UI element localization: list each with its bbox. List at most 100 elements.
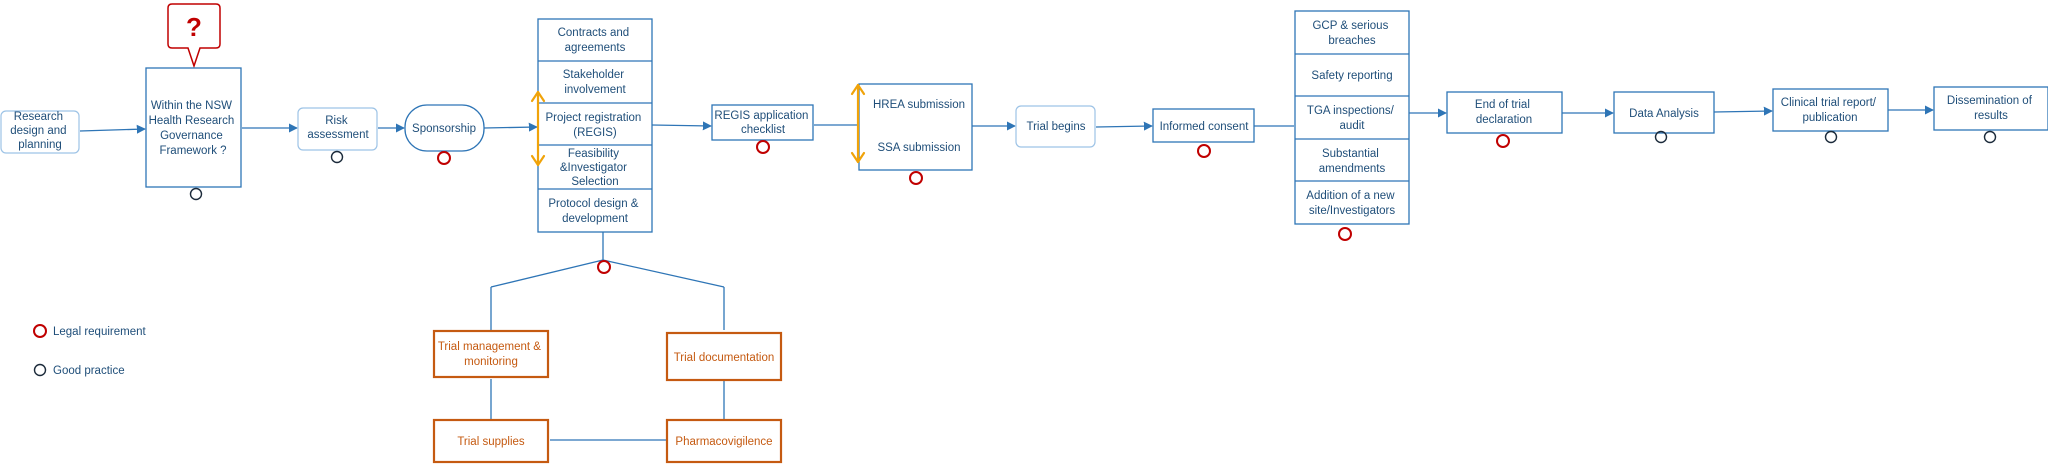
connector-branch-left <box>490 259 604 288</box>
stack-item-tga-label: TGA inspections/ audit <box>1307 105 1397 132</box>
legend-good-label: Good practice <box>53 365 125 377</box>
step-regis-checklist-box <box>711 104 814 141</box>
step-regis-checklist[interactable]: REGIS application checklist <box>711 104 814 154</box>
stack-item-amendments[interactable]: Substantial amendments <box>1319 148 1386 175</box>
step-informed-consent-label: Informed consent <box>1160 121 1250 133</box>
step-hrea-submission[interactable]: HREA submission <box>873 99 965 111</box>
stack-item-contracts-label: Contracts and agreements <box>558 27 633 54</box>
step-hrea-submission-label: HREA submission <box>873 99 965 111</box>
step-nsw-framework-label: Within the NSW Health Research Governanc… <box>149 100 238 157</box>
trial-supplies-label: Trial supplies <box>457 436 525 448</box>
legal-requirement-marker <box>756 140 770 154</box>
step-nsw-framework-box <box>145 67 242 188</box>
step-data-analysis-label: Data Analysis <box>1629 108 1699 120</box>
step-data-analysis-box <box>1613 91 1715 134</box>
connector-trial-consent <box>1095 121 1153 131</box>
step-ssa-submission[interactable]: SSA submission <box>877 142 960 154</box>
good-practice-marker <box>330 150 344 164</box>
stack-item-feasibility-label: Feasibility &Investigator Selection <box>560 148 630 188</box>
step-clinical-report-box <box>1772 88 1889 132</box>
step-dissemination[interactable]: Dissemination of results <box>1933 86 2048 144</box>
step-end-of-trial[interactable]: End of trial declaration <box>1446 91 1563 148</box>
stack-item-stakeholder[interactable]: Stakeholder involvement <box>563 69 628 96</box>
stack-item-contracts[interactable]: Contracts and agreements <box>558 27 633 54</box>
trial-supplies-frame <box>432 418 550 464</box>
connector-analysis-report <box>1713 106 1773 116</box>
step-end-of-trial-box <box>1446 91 1563 134</box>
stack-item-registration[interactable]: Project registration (REGIS) <box>545 112 644 139</box>
connector-stack-regis <box>651 121 712 131</box>
step-submissions-box <box>858 83 973 171</box>
stack-item-feasibility[interactable]: Feasibility &Investigator Selection <box>560 148 630 188</box>
legend-good-marker <box>33 363 47 377</box>
step-submissions: HREA submission SSA submission <box>850 83 973 185</box>
double-arrow-icon <box>530 90 546 167</box>
trial-documentation-frame <box>665 331 783 382</box>
stack-item-protocol[interactable]: Protocol design & development <box>548 198 641 225</box>
double-arrow-icon <box>850 83 866 164</box>
stack-item-new-site-label: Addition of a new site/Investigators <box>1306 190 1397 217</box>
good-practice-marker <box>189 187 203 201</box>
stack-item-amendments-label: Substantial amendments <box>1319 148 1386 175</box>
step-clinical-report-label: Clinical trial report/ publication <box>1781 97 1879 124</box>
stack-item-new-site[interactable]: Addition of a new site/Investigators <box>1306 190 1397 217</box>
step-dissemination-label: Dissemination of results <box>1947 95 2035 122</box>
step-risk-assessment-box <box>297 107 378 151</box>
trial-management-box[interactable]: Trial management & monitoring <box>432 329 550 379</box>
step-clinical-report[interactable]: Clinical trial report/ publication <box>1772 88 1889 144</box>
trial-documentation-box[interactable]: Trial documentation <box>665 331 783 382</box>
stack-pre-approval-frame <box>537 18 653 233</box>
step-nsw-framework[interactable]: Within the NSW Health Research Governanc… <box>145 67 242 201</box>
step-research-design-box <box>0 110 80 154</box>
step-dissemination-box <box>1933 86 2048 131</box>
stack-item-safety[interactable]: Safety reporting <box>1311 70 1392 82</box>
step-trial-begins-label: Trial begins <box>1026 121 1085 133</box>
connector-sponsorship-stack <box>483 122 538 132</box>
stack-item-tga[interactable]: TGA inspections/ audit <box>1307 105 1397 132</box>
stack-item-safety-label: Safety reporting <box>1311 70 1392 82</box>
trial-management-frame <box>432 329 550 379</box>
good-practice-marker <box>1983 130 1997 144</box>
question-callout-shape <box>167 3 221 69</box>
step-regis-checklist-label: REGIS application checklist <box>714 110 811 136</box>
good-practice-marker <box>1824 130 1838 144</box>
connector-branch-right <box>602 259 725 288</box>
step-informed-consent-box <box>1152 108 1255 143</box>
legal-requirement-marker <box>1496 134 1510 148</box>
stack-item-registration-label: Project registration (REGIS) <box>545 112 644 139</box>
stack-item-protocol-label: Protocol design & development <box>548 198 641 225</box>
trial-management-label: Trial management & monitoring <box>438 341 544 368</box>
step-informed-consent[interactable]: Informed consent <box>1152 108 1255 158</box>
stack-item-gcp[interactable]: GCP & serious breaches <box>1312 20 1391 47</box>
legal-requirement-marker <box>1197 144 1211 158</box>
step-risk-assessment[interactable]: Risk assessment <box>297 107 378 164</box>
step-data-analysis[interactable]: Data Analysis <box>1613 91 1715 144</box>
step-risk-assessment-label: Risk assessment <box>307 115 369 141</box>
step-research-design[interactable]: Research design and planning <box>0 110 80 154</box>
stack-during-trial-frame <box>1294 10 1410 225</box>
step-trial-begins[interactable]: Trial begins <box>1015 105 1096 148</box>
legend: Legal requirement Good practice <box>33 324 147 377</box>
stack-during-trial: GCP & serious breaches Safety reporting … <box>1294 10 1410 241</box>
flow-connectors <box>79 105 1934 441</box>
step-sponsorship-box <box>404 104 485 152</box>
pharmacovigilence-box[interactable]: Pharmacovigilence <box>665 418 783 464</box>
step-research-design-label: Research design and planning <box>10 111 69 151</box>
stack-pre-approval: Contracts and agreements Stakeholder inv… <box>530 18 653 274</box>
legal-requirement-marker <box>909 171 923 185</box>
step-trial-begins-box <box>1015 105 1096 148</box>
connector-research-nsw <box>79 124 146 134</box>
step-end-of-trial-label: End of trial declaration <box>1475 99 1533 126</box>
legend-legal-marker <box>33 324 47 338</box>
step-sponsorship[interactable]: Sponsorship <box>404 104 485 165</box>
step-sponsorship-label: Sponsorship <box>412 123 476 135</box>
legal-requirement-marker <box>597 260 611 274</box>
pharmacovigilence-label: Pharmacovigilence <box>675 436 772 448</box>
step-ssa-submission-label: SSA submission <box>877 142 960 154</box>
stack-item-stakeholder-label: Stakeholder involvement <box>563 69 628 96</box>
legal-requirement-marker <box>1338 227 1352 241</box>
trial-supplies-box[interactable]: Trial supplies <box>432 418 550 464</box>
question-mark: ? <box>186 12 202 42</box>
pharmacovigilence-frame <box>665 418 783 464</box>
